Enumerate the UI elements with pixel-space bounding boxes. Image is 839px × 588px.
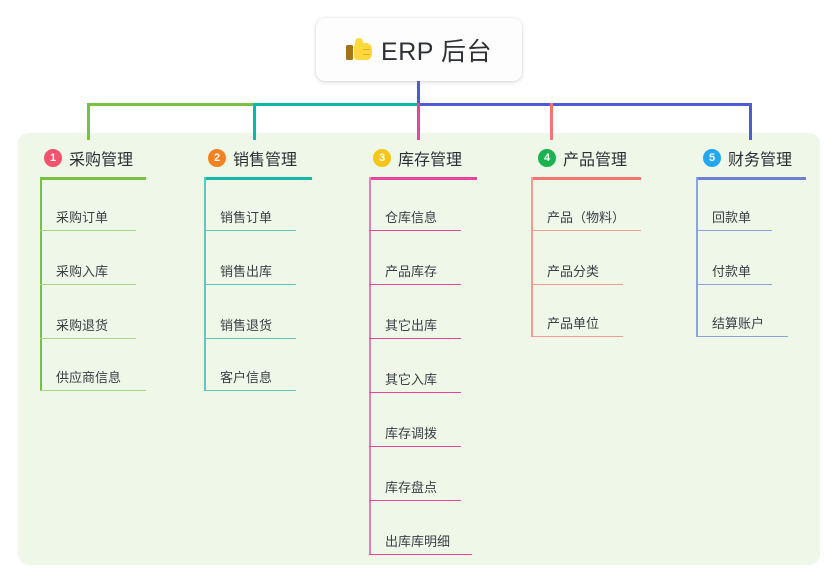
leaf-node[interactable]: 库存盘点: [369, 467, 461, 501]
leaf-rule: [531, 283, 623, 285]
leaf-rule: [369, 445, 461, 447]
leaf-rule: [369, 391, 461, 393]
leaf-rule: [369, 283, 461, 285]
branch-title-5: 财务管理: [728, 152, 793, 169]
leaf-rule: [40, 283, 136, 285]
leaf-label: 其它出库: [385, 318, 438, 333]
connector-drop-4: [550, 103, 553, 140]
leaf-node[interactable]: 采购退货: [40, 305, 136, 339]
leaf-rule: [40, 389, 146, 391]
diagram-panel: [18, 133, 820, 565]
connector-bar-blue: [418, 103, 752, 106]
root-node[interactable]: ERP 后台: [316, 18, 522, 81]
leaf-label: 产品库存: [385, 264, 438, 279]
branch-header-5[interactable]: 5 财务管理: [703, 146, 792, 170]
leaf-rule: [369, 553, 472, 555]
branch-rule-3: [369, 177, 477, 180]
leaf-label: 库存盘点: [385, 480, 438, 495]
branch-header-2[interactable]: 2 销售管理: [208, 146, 297, 170]
leaf-rule: [696, 283, 772, 285]
leaf-node[interactable]: 结算账户: [696, 303, 788, 337]
leaf-node[interactable]: 供应商信息: [40, 357, 146, 391]
leaf-node[interactable]: 库存调拨: [369, 413, 461, 447]
leaf-node[interactable]: 销售订单: [204, 197, 296, 231]
leaf-rule: [369, 229, 461, 231]
leaf-node[interactable]: 采购订单: [40, 197, 136, 231]
branch-title-1: 采购管理: [69, 152, 134, 169]
leaf-node[interactable]: 客户信息: [204, 357, 296, 391]
leaf-label: 采购订单: [56, 210, 109, 225]
leaf-label: 供应商信息: [56, 370, 122, 385]
connector-root-stem: [417, 81, 420, 105]
leaf-node[interactable]: 其它入库: [369, 359, 461, 393]
thumbs-up-icon: [346, 37, 373, 62]
leaf-label: 客户信息: [220, 370, 273, 385]
leaf-rule: [204, 389, 296, 391]
branch-rule-1: [40, 177, 146, 180]
leaf-label: 销售退货: [220, 318, 273, 333]
leaf-rule: [369, 499, 461, 501]
connector-bar-green: [87, 103, 255, 106]
leaf-node[interactable]: 销售出库: [204, 251, 296, 285]
leaf-label: 采购退货: [56, 318, 109, 333]
leaf-label: 出库库明细: [385, 534, 451, 549]
leaf-label: 采购入库: [56, 264, 109, 279]
leaf-label: 库存调拨: [385, 426, 438, 441]
branch-rule-4: [531, 177, 641, 180]
leaf-label: 销售出库: [220, 264, 273, 279]
branch-spine-3: [369, 177, 371, 554]
leaf-label: 回款单: [712, 210, 752, 225]
leaf-rule: [40, 337, 136, 339]
leaf-rule: [369, 337, 461, 339]
leaf-node[interactable]: 产品单位: [531, 303, 623, 337]
leaf-node[interactable]: 销售退货: [204, 305, 296, 339]
leaf-rule: [531, 229, 641, 231]
branch-title-3: 库存管理: [398, 152, 463, 169]
leaf-label: 销售订单: [220, 210, 273, 225]
branch-rule-5: [696, 177, 806, 180]
leaf-label: 产品分类: [547, 264, 600, 279]
connector-drop-1: [87, 103, 90, 140]
leaf-rule: [40, 229, 136, 231]
branch-badge-5: 5: [703, 149, 721, 167]
leaf-node[interactable]: 产品库存: [369, 251, 461, 285]
leaf-node[interactable]: 仓库信息: [369, 197, 461, 231]
leaf-rule: [204, 229, 296, 231]
leaf-node[interactable]: 采购入库: [40, 251, 136, 285]
leaf-label: 仓库信息: [385, 210, 438, 225]
branch-header-1[interactable]: 1 采购管理: [44, 146, 133, 170]
connector-drop-5: [749, 103, 752, 140]
branch-badge-3: 3: [373, 149, 391, 167]
leaf-rule: [696, 229, 772, 231]
leaf-node[interactable]: 出库库明细: [369, 521, 472, 555]
leaf-label: 产品单位: [547, 316, 600, 331]
branch-spine-4: [531, 177, 533, 337]
branch-title-2: 销售管理: [233, 152, 298, 169]
branch-header-4[interactable]: 4 产品管理: [538, 146, 627, 170]
leaf-label: 其它入库: [385, 372, 438, 387]
branch-spine-5: [696, 177, 698, 337]
leaf-rule: [531, 335, 623, 337]
branch-title-4: 产品管理: [563, 152, 628, 169]
leaf-node[interactable]: 其它出库: [369, 305, 461, 339]
leaf-label: 付款单: [712, 264, 752, 279]
connector-drop-3: [417, 103, 420, 140]
leaf-rule: [204, 337, 296, 339]
leaf-node[interactable]: 回款单: [696, 197, 772, 231]
leaf-rule: [204, 283, 296, 285]
root-node-title: ERP 后台: [381, 37, 492, 66]
leaf-label: 结算账户: [712, 316, 765, 331]
leaf-node[interactable]: 付款单: [696, 251, 772, 285]
leaf-node[interactable]: 产品分类: [531, 251, 623, 285]
connector-bar-teal: [253, 103, 420, 106]
branch-badge-2: 2: [208, 149, 226, 167]
leaf-label: 产品（物料）: [547, 210, 626, 225]
branch-badge-4: 4: [538, 149, 556, 167]
connector-drop-2: [253, 103, 256, 140]
branch-badge-1: 1: [44, 149, 62, 167]
leaf-rule: [696, 335, 788, 337]
branch-rule-2: [204, 177, 312, 180]
leaf-node[interactable]: 产品（物料）: [531, 197, 641, 231]
branch-header-3[interactable]: 3 库存管理: [373, 146, 462, 170]
